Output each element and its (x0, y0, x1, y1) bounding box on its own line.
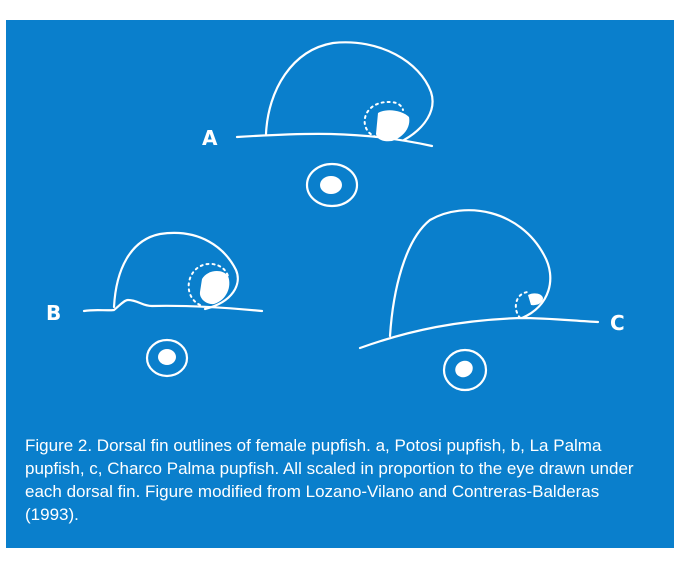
fin-b-baseline (84, 300, 262, 311)
fin-c-outline (390, 210, 550, 336)
fin-a-baseline (237, 134, 432, 146)
fin-outline-a: A (202, 42, 433, 206)
eye-pupil-a (320, 176, 342, 194)
eye-pupil-b (158, 349, 176, 365)
figure-caption: Figure 2. Dorsal fin outlines of female … (25, 434, 655, 526)
fin-outline-c: C (360, 210, 625, 390)
fin-c-dotted-arc (516, 292, 528, 318)
fin-a-solid-patch (376, 110, 409, 141)
fin-outline-b: B (46, 233, 262, 376)
label-c: C (610, 311, 625, 335)
label-a: A (202, 126, 218, 150)
label-b: B (46, 301, 61, 325)
eye-pupil-c (452, 358, 476, 381)
dorsal-fin-diagram: A B C (0, 0, 678, 420)
fin-c-baseline (360, 318, 598, 348)
